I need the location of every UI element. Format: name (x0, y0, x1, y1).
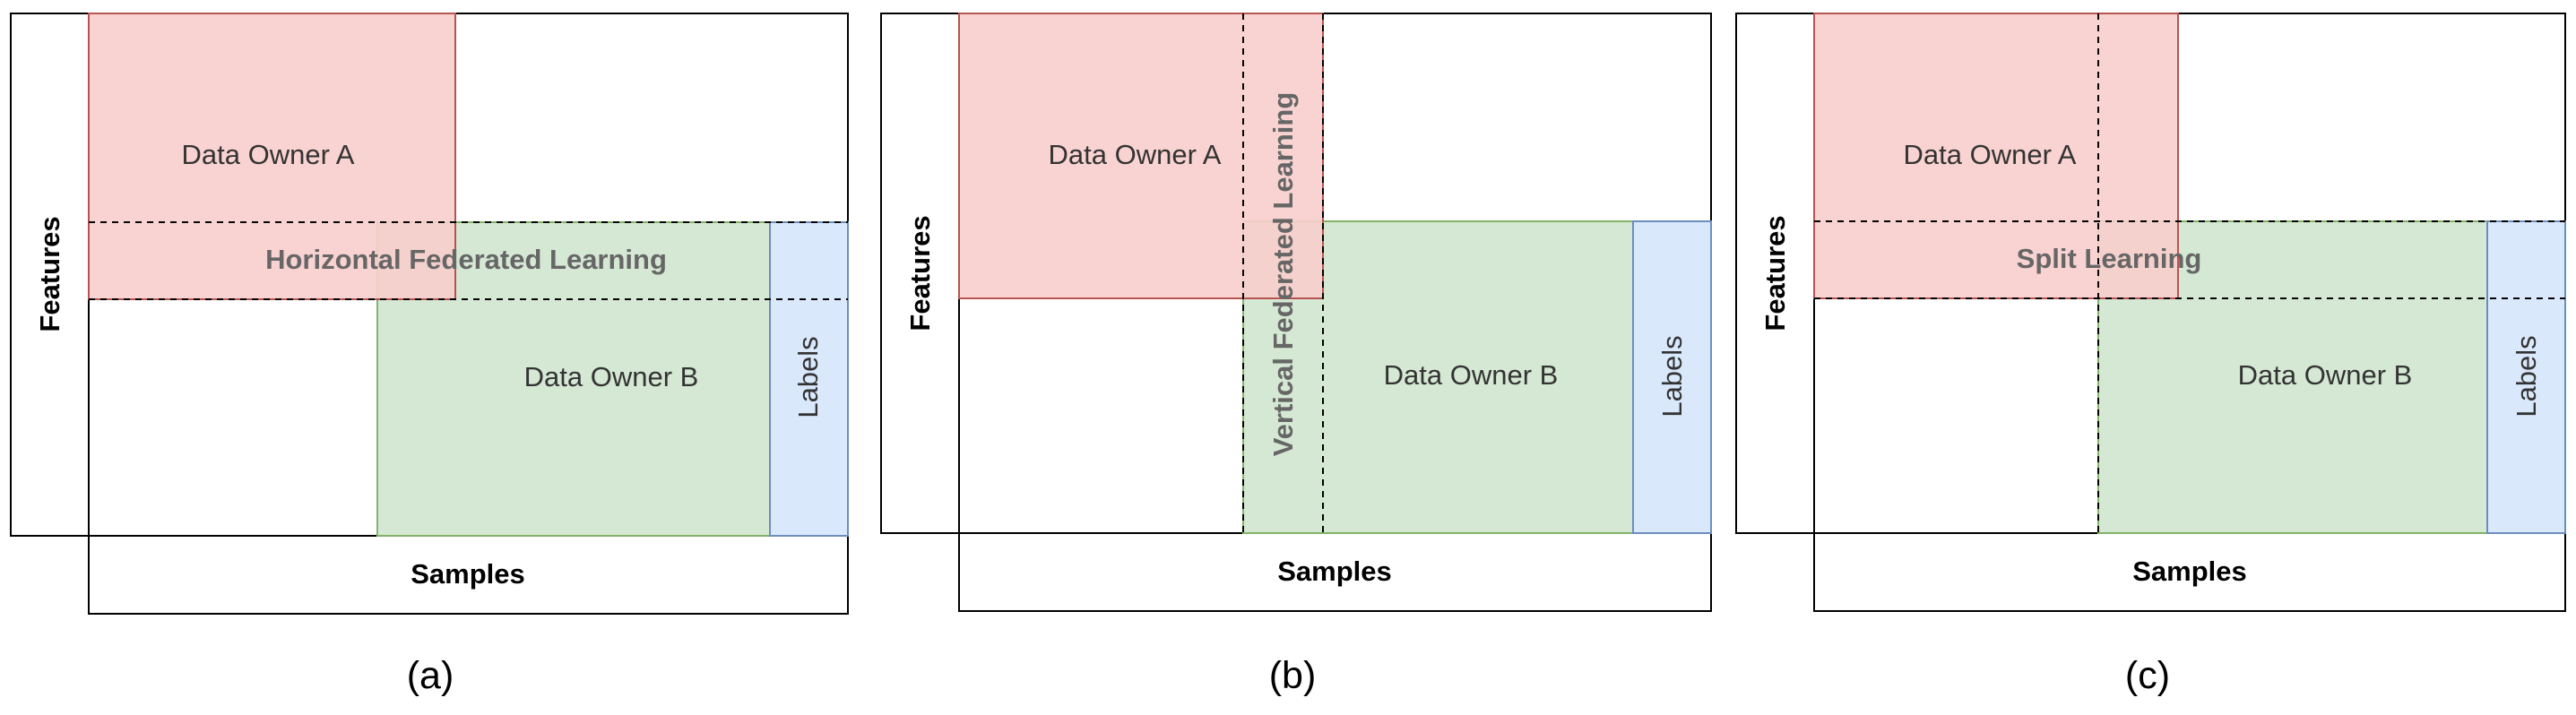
samples-axis-box (1813, 532, 2566, 612)
data-owner-a-region (1813, 13, 2179, 299)
labels-label: Labels (1656, 335, 1688, 417)
data-owner-a-label: Data Owner A (1904, 139, 2077, 170)
panel-vertical-federated-learning: Features Samples Data Owner A Vertical F… (859, 0, 1717, 715)
labels-region (1632, 220, 1712, 534)
data-owner-b-label: Data Owner B (1384, 359, 1559, 391)
features-axis-label: Features (904, 215, 936, 331)
samples-axis-box (88, 535, 849, 615)
panel-caption: (b) (1269, 654, 1317, 697)
method-label: Horizontal Federated Learning (265, 244, 667, 275)
panel-horizontal-federated-learning: Features Samples Data Owner A Horizontal… (0, 0, 859, 715)
diagram-split: Features Samples Data Owner A Split Lear… (1735, 13, 2566, 697)
data-owner-a-region (958, 13, 1324, 299)
features-axis-box (880, 13, 960, 534)
samples-axis-label: Samples (411, 558, 525, 590)
diagram-horizontal: Features Samples Data Owner A Horizontal… (10, 13, 849, 697)
panel-split-learning: Features Samples Data Owner A Split Lear… (1717, 0, 2576, 715)
diagram-vertical: Features Samples Data Owner A Vertical F… (880, 13, 1712, 697)
labels-label: Labels (792, 336, 824, 418)
panel-caption: (c) (2125, 654, 2170, 697)
data-owner-a-label: Data Owner A (182, 139, 355, 170)
data-owner-b-label: Data Owner B (2238, 359, 2413, 391)
samples-axis-label: Samples (2132, 556, 2247, 587)
features-axis-label: Features (34, 216, 65, 332)
features-axis-box (1735, 13, 1815, 534)
data-owner-b-label: Data Owner B (524, 361, 699, 392)
labels-region (2486, 220, 2566, 534)
samples-axis-box (958, 532, 1712, 612)
data-owner-a-label: Data Owner A (1049, 139, 1222, 170)
method-label: Split Learning (2017, 243, 2202, 274)
method-label: Vertical Federated Learning (1267, 92, 1299, 457)
features-axis-box (10, 13, 90, 537)
data-owner-a-region (88, 13, 456, 300)
features-axis-label: Features (1759, 215, 1791, 331)
panel-caption: (a) (407, 654, 454, 697)
samples-axis-label: Samples (1277, 556, 1392, 587)
labels-label: Labels (2511, 335, 2542, 417)
labels-region (769, 221, 849, 537)
